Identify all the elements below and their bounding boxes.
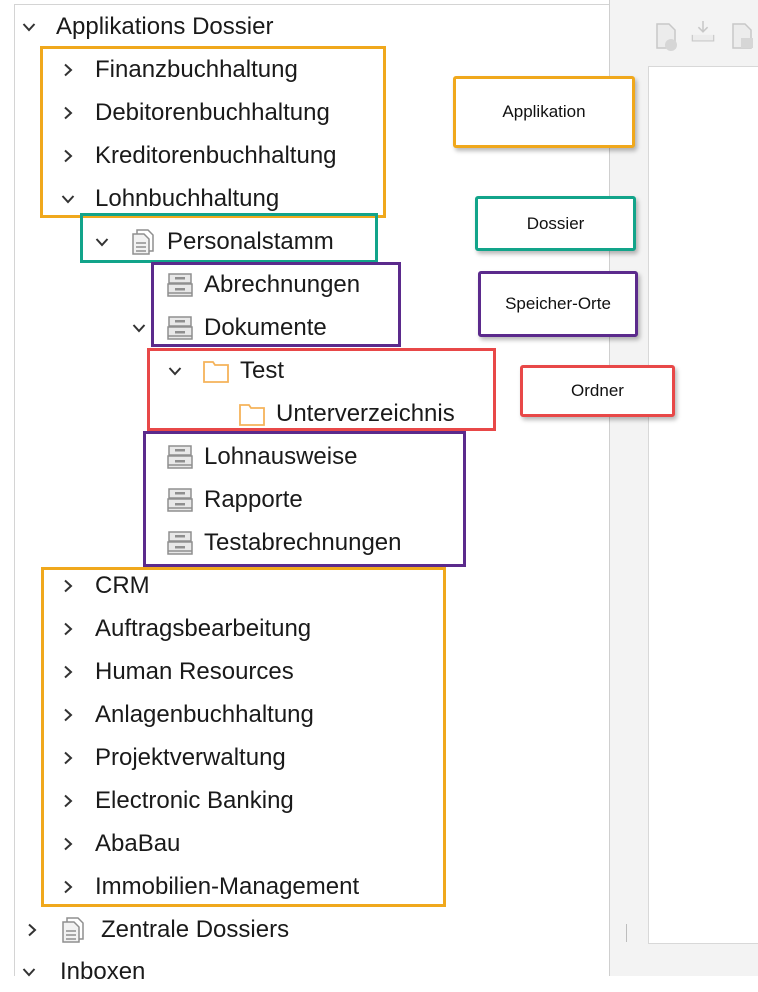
scrollbar-mark[interactable] xyxy=(626,924,627,942)
tree-node-storage[interactable]: Testabrechnungen xyxy=(166,523,401,563)
tree-node-label: Inboxen xyxy=(60,958,146,985)
tree-node-application[interactable]: Debitorenbuchhaltung xyxy=(61,93,330,133)
tree-node-application[interactable]: Immobilien-Management xyxy=(61,867,359,907)
chevron-right-icon[interactable] xyxy=(61,751,75,765)
storage-drawer-icon xyxy=(166,271,194,299)
chevron-right-icon[interactable] xyxy=(61,149,75,163)
tree-node-label: Test xyxy=(240,357,285,384)
tree-node-application[interactable]: Electronic Banking xyxy=(61,781,294,821)
tree-node-label: Projektverwaltung xyxy=(95,744,286,771)
legend-application: Applikation xyxy=(453,76,635,148)
chevron-right-icon[interactable] xyxy=(61,794,75,808)
storage-drawer-icon xyxy=(166,443,194,471)
chevron-right-icon[interactable] xyxy=(61,665,75,679)
tree-node-application[interactable]: Human Resources xyxy=(61,652,294,692)
tree-node-label: AbaBau xyxy=(95,830,181,857)
chevron-right-icon[interactable] xyxy=(25,923,39,937)
chevron-down-icon[interactable] xyxy=(22,20,36,34)
tree-node-label: Kreditorenbuchhaltung xyxy=(95,142,337,169)
tree-node-label: Debitorenbuchhaltung xyxy=(95,99,330,126)
tree-node-application[interactable]: Auftragsbearbeitung xyxy=(61,609,311,649)
chevron-down-icon[interactable] xyxy=(22,965,36,979)
tree-node-label: Personalstamm xyxy=(167,228,334,255)
tree-node-label: Lohnbuchhaltung xyxy=(95,185,280,212)
tree-node-application[interactable]: AbaBau xyxy=(61,824,180,864)
chevron-right-icon[interactable] xyxy=(61,622,75,636)
tree-node-folder[interactable]: Unterverzeichnis xyxy=(238,394,455,434)
tree-node-application[interactable]: Finanzbuchhaltung xyxy=(61,50,298,90)
chevron-right-icon[interactable] xyxy=(61,837,75,851)
chevron-right-icon[interactable] xyxy=(61,63,75,77)
dossier-document-icon xyxy=(59,916,87,944)
tree-node-application[interactable]: CRM xyxy=(61,566,150,606)
tree-node-storage[interactable]: Abrechnungen xyxy=(166,265,360,305)
tree-panel xyxy=(0,0,610,976)
tree-node-label: Electronic Banking xyxy=(95,787,294,814)
folder-icon xyxy=(202,357,230,385)
tree-node-folder[interactable]: Test xyxy=(168,351,284,391)
tree-node-label: Human Resources xyxy=(95,658,294,685)
tree-node-label: Testabrechnungen xyxy=(204,529,402,556)
tree-node-label: CRM xyxy=(95,572,150,599)
tree-node-root[interactable]: Applikations Dossier xyxy=(22,7,273,47)
tree-node-label: Zentrale Dossiers xyxy=(101,916,290,943)
tree-node-label: Finanzbuchhaltung xyxy=(95,56,298,83)
tree-node-storage[interactable]: Dokumente xyxy=(132,308,327,348)
tree-node-storage[interactable]: Rapporte xyxy=(166,480,303,520)
chevron-right-icon[interactable] xyxy=(61,106,75,120)
detail-content xyxy=(648,66,758,944)
tree-node-application[interactable]: Kreditorenbuchhaltung xyxy=(61,136,337,176)
chevron-right-icon[interactable] xyxy=(61,708,75,722)
storage-drawer-icon xyxy=(166,529,194,557)
legend-folder: Ordner xyxy=(520,365,675,417)
tree-node-application[interactable]: Anlagenbuchhaltung xyxy=(61,695,314,735)
tree-node-label: Immobilien-Management xyxy=(95,873,360,900)
tree-node-application[interactable]: Lohnbuchhaltung xyxy=(61,179,279,219)
legend-dossier: Dossier xyxy=(475,196,636,251)
storage-drawer-icon xyxy=(166,486,194,514)
tree-node-label: Rapporte xyxy=(204,486,303,513)
tree-node-label: Dokumente xyxy=(204,314,327,341)
tree-node-label: Applikations Dossier xyxy=(56,13,274,40)
tree-node-storage[interactable]: Lohnausweise xyxy=(166,437,357,477)
chevron-down-icon[interactable] xyxy=(95,235,109,249)
tree-node-label: Abrechnungen xyxy=(204,271,361,298)
chevron-right-icon[interactable] xyxy=(61,579,75,593)
storage-drawer-icon xyxy=(166,314,194,342)
tree-border xyxy=(14,4,15,976)
tree-node-central-dossiers[interactable]: Zentrale Dossiers xyxy=(25,910,289,950)
download-icon[interactable] xyxy=(690,18,716,52)
tree-node-inbox[interactable]: Inboxen xyxy=(22,952,145,992)
legend-storage-locations: Speicher-Orte xyxy=(478,271,638,337)
chevron-down-icon[interactable] xyxy=(132,321,146,335)
tree-node-application[interactable]: Projektverwaltung xyxy=(61,738,286,778)
new-document-icon[interactable] xyxy=(654,18,680,52)
dossier-document-icon xyxy=(129,228,157,256)
tree-node-label: Lohnausweise xyxy=(204,443,358,470)
tree-node-label: Anlagenbuchhaltung xyxy=(95,701,314,728)
tree-node-dossier[interactable]: Personalstamm xyxy=(95,222,334,262)
tree-node-label: Unterverzeichnis xyxy=(276,400,455,427)
tree-border xyxy=(14,4,610,5)
panel-splitter[interactable] xyxy=(609,0,610,976)
chevron-down-icon[interactable] xyxy=(168,364,182,378)
chevron-right-icon[interactable] xyxy=(61,880,75,894)
folder-icon xyxy=(238,400,266,428)
chevron-down-icon[interactable] xyxy=(61,192,75,206)
tree-node-label: Auftragsbearbeitung xyxy=(95,615,312,642)
document-view-icon[interactable] xyxy=(730,18,756,52)
